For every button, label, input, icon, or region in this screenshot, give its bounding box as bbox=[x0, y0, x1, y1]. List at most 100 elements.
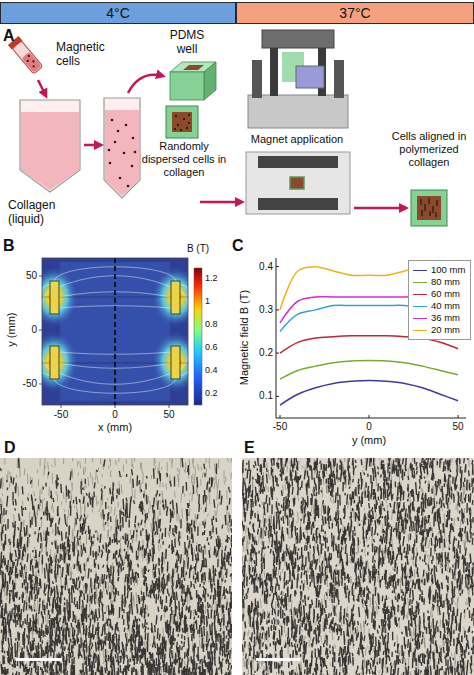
flow-arrow-part bbox=[354, 207, 406, 210]
legend-label: 80 mm bbox=[431, 276, 460, 287]
field-curve bbox=[280, 380, 458, 405]
flow-arrow-part bbox=[38, 80, 46, 96]
micrograph-e bbox=[242, 458, 474, 675]
pdms-well-part bbox=[204, 62, 216, 100]
axis-title: x (mm) bbox=[85, 421, 145, 434]
magnet-press-part bbox=[334, 60, 344, 98]
axis-title: y (mm) bbox=[5, 300, 18, 360]
tick-label: 0.1 bbox=[249, 390, 273, 402]
tick-label: 50 bbox=[154, 409, 184, 421]
legend-row: 80 mm bbox=[413, 276, 466, 288]
panel-letter: E bbox=[244, 438, 262, 457]
random-cells-well-part-part bbox=[183, 118, 185, 120]
collagen-tube-part bbox=[21, 112, 79, 190]
magnet-press-part bbox=[252, 60, 262, 98]
random-cells-well-part-part bbox=[177, 124, 179, 126]
micrograph-e-part bbox=[242, 458, 474, 675]
mixed-cell-tube-part-part bbox=[132, 137, 135, 140]
axis-title: y (mm) bbox=[339, 434, 399, 447]
field-heatmap-part-part bbox=[171, 346, 180, 379]
tick-label: 0 bbox=[356, 421, 382, 433]
pdms-well-part bbox=[170, 72, 204, 100]
mixed-cell-tube-part-part bbox=[119, 177, 122, 180]
temperature-band: 4°C bbox=[0, 2, 236, 24]
magnet-press-part bbox=[270, 48, 278, 96]
mixed-cell-tube-part-part bbox=[109, 162, 112, 165]
mixed-cell-tube-part-part bbox=[125, 124, 128, 127]
aligned-cells-well-part bbox=[417, 196, 441, 220]
magnetic-cell-tube-part bbox=[32, 60, 35, 63]
colorbar-tick: 0.8 bbox=[205, 319, 231, 330]
legend-line-sample bbox=[413, 318, 427, 319]
pdms-well-part bbox=[183, 65, 204, 70]
legend-row: 60 mm bbox=[413, 288, 466, 300]
aligned-cells bbox=[0, 458, 232, 675]
panel-letter: A bbox=[3, 26, 21, 45]
random-cells-well-part-part bbox=[188, 122, 190, 124]
legend-label: 36 mm bbox=[431, 312, 460, 323]
tick-label: 0.3 bbox=[249, 304, 273, 316]
step-label: PDMS well bbox=[164, 28, 210, 57]
tick-label: 50 bbox=[447, 421, 469, 433]
field-heatmap-part-part bbox=[42, 284, 50, 376]
flow-arrow bbox=[38, 75, 406, 208]
panel-letter: B bbox=[3, 236, 21, 255]
mixed-cell-tube-part bbox=[108, 119, 137, 188]
legend-line-sample bbox=[413, 282, 427, 283]
legend-row: 20 mm bbox=[413, 324, 466, 336]
random-cells-well-part bbox=[166, 106, 198, 138]
collagen-tube-part bbox=[20, 100, 80, 192]
mixed-cell-tube-part bbox=[104, 98, 140, 198]
mixed-cell-tube-part-part bbox=[111, 119, 114, 122]
mixed-cell-tube-part-part bbox=[114, 141, 117, 144]
colorbar-tick: 0.2 bbox=[205, 388, 231, 399]
legend-row: 100 mm bbox=[413, 264, 466, 276]
field-heatmap bbox=[42, 258, 188, 405]
step-label: Randomly dispersed cells in collagen bbox=[140, 140, 228, 180]
legend-line-sample bbox=[413, 306, 427, 307]
flow-arrow-part bbox=[84, 144, 101, 147]
colorbar-tick: 1 bbox=[205, 296, 231, 307]
tick-label: 50 bbox=[13, 270, 37, 282]
micrograph-d bbox=[0, 458, 232, 675]
legend-line-sample bbox=[413, 330, 427, 331]
tick-label: -50 bbox=[13, 378, 37, 390]
magnetic-cell-tube-part bbox=[26, 59, 29, 62]
random-cells-well-part-part bbox=[180, 129, 182, 131]
tick-label: -50 bbox=[46, 409, 76, 421]
legend-label: 20 mm bbox=[431, 324, 460, 335]
random-cells-well bbox=[166, 106, 198, 138]
random-cells-well-part-part bbox=[175, 115, 177, 117]
mixed-cell-tube-part-part bbox=[134, 151, 137, 154]
band-label: 4°C bbox=[106, 5, 130, 22]
mixed-cell-tube-part-part bbox=[123, 152, 126, 155]
flow-arrow-part bbox=[128, 75, 163, 93]
step-label: Magnetic cells bbox=[56, 40, 118, 69]
panel-letter: C bbox=[232, 236, 250, 255]
legend-label: 100 mm bbox=[431, 264, 465, 275]
random-cells-well-part bbox=[172, 112, 192, 132]
magnet-top-view-part bbox=[246, 152, 350, 214]
colorbar-tick: 0.6 bbox=[205, 342, 231, 353]
colorbar bbox=[194, 268, 202, 405]
field-heatmap-part-part bbox=[59, 352, 171, 354]
cell-texture bbox=[242, 458, 474, 675]
field-heatmap-part-part bbox=[50, 346, 59, 379]
legend-line-sample bbox=[413, 294, 427, 295]
magnetic-cell-tube-part bbox=[22, 52, 42, 73]
random-cells-well-part-part bbox=[188, 114, 190, 116]
micrograph-d-part bbox=[0, 458, 232, 675]
tick-label: -50 bbox=[267, 421, 293, 433]
flow-arrow-part bbox=[200, 201, 242, 204]
aligned-cells-well-part bbox=[411, 190, 447, 226]
random-cells-well-part bbox=[174, 114, 190, 131]
field-heatmap-part-part bbox=[180, 290, 188, 370]
legend-row: 40 mm bbox=[413, 300, 466, 312]
colorbar-title: B (T) bbox=[176, 243, 220, 255]
field-heatmap-part-part bbox=[180, 284, 188, 376]
field-heatmap-part bbox=[114, 258, 116, 405]
band-label: 37°C bbox=[339, 5, 370, 22]
mixed-cell-tube-part-part bbox=[131, 165, 134, 168]
panel-letter: D bbox=[4, 438, 22, 457]
